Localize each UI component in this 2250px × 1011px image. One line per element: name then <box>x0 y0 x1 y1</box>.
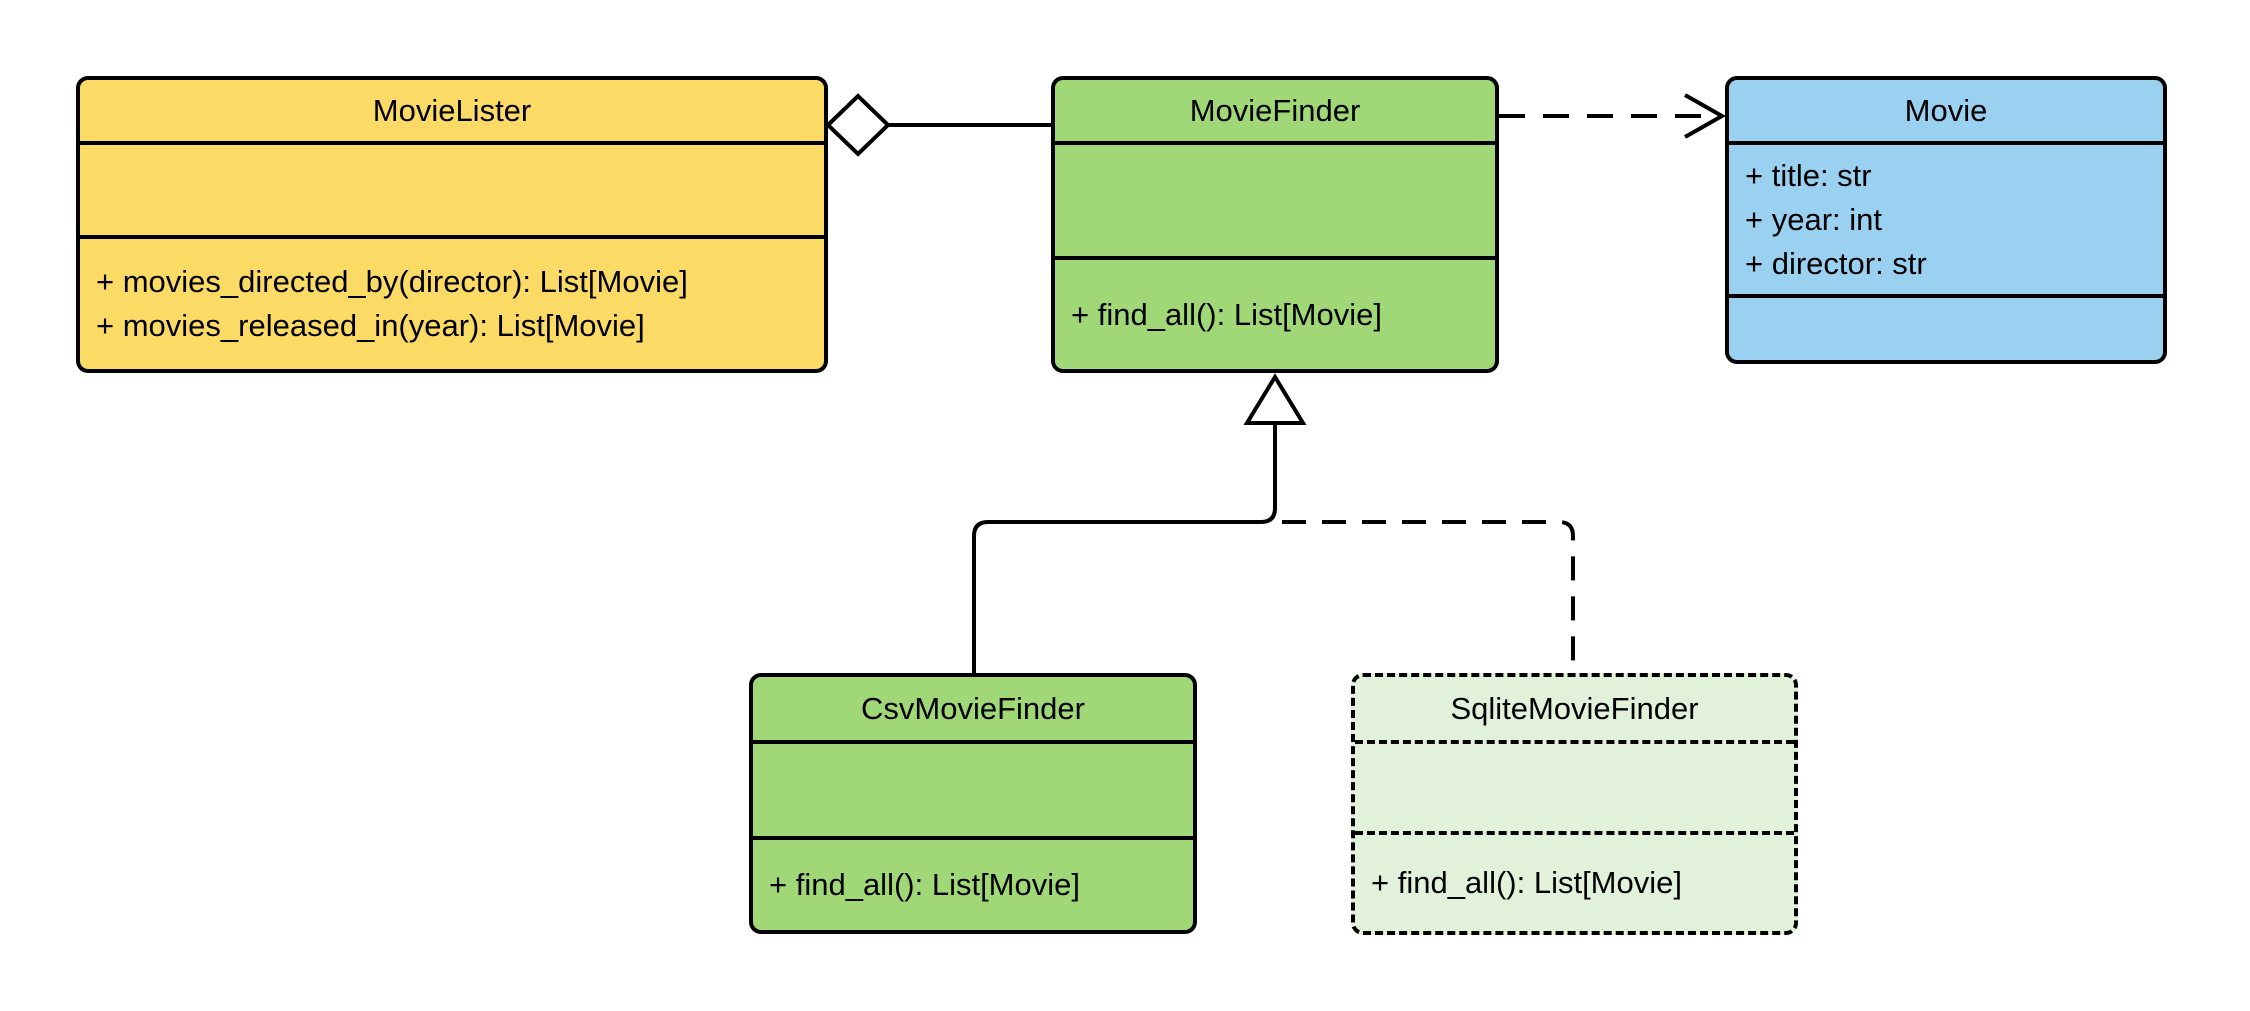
class-title: MovieFinder <box>1055 80 1495 145</box>
class-sqlitemoviefinder: SqliteMovieFinder + find_all(): List[Mov… <box>1351 673 1798 935</box>
class-attributes-empty <box>753 744 1193 840</box>
method-label: + find_all(): List[Movie] <box>769 867 1080 902</box>
method-label: + movies_directed_by(director): List[Mov… <box>96 264 688 299</box>
class-methods: + movies_directed_by(director): List[Mov… <box>80 239 824 369</box>
attribute-label: + year: int <box>1745 201 1882 237</box>
class-title: CsvMovieFinder <box>753 677 1193 744</box>
dependency-arrowhead-icon <box>1684 93 1727 139</box>
class-attributes-empty <box>1055 145 1495 260</box>
class-csvmoviefinder: CsvMovieFinder + find_all(): List[Movie] <box>749 673 1197 934</box>
class-movie: Movie + title: str + year: int + directo… <box>1725 76 2167 364</box>
class-title: SqliteMovieFinder <box>1355 677 1794 744</box>
inheritance-triangle-icon <box>1243 373 1307 425</box>
class-title: Movie <box>1729 80 2163 145</box>
class-title: MovieLister <box>80 80 824 145</box>
method-label: + movies_released_in(year): List[Movie] <box>96 308 645 343</box>
class-methods: + find_all(): List[Movie] <box>753 840 1193 930</box>
aggregation-diamond-icon <box>825 93 891 157</box>
class-methods: + find_all(): List[Movie] <box>1355 835 1794 931</box>
class-attributes: + title: str + year: int + director: str <box>1729 145 2163 298</box>
class-attributes-empty <box>1355 744 1794 835</box>
class-moviefinder: MovieFinder + find_all(): List[Movie] <box>1051 76 1499 373</box>
inheritance-line-solid <box>972 423 1277 673</box>
attribute-label: + director: str <box>1745 245 1927 281</box>
class-attributes-empty <box>80 145 824 239</box>
class-methods: + find_all(): List[Movie] <box>1055 260 1495 369</box>
class-movielister: MovieLister + movies_directed_by(directo… <box>76 76 828 373</box>
method-label: + find_all(): List[Movie] <box>1071 296 1382 332</box>
class-methods-empty <box>1729 298 2163 360</box>
inheritance-line-dashed <box>1282 520 1575 673</box>
method-label: + find_all(): List[Movie] <box>1371 865 1682 900</box>
attribute-label: + title: str <box>1745 157 1872 193</box>
